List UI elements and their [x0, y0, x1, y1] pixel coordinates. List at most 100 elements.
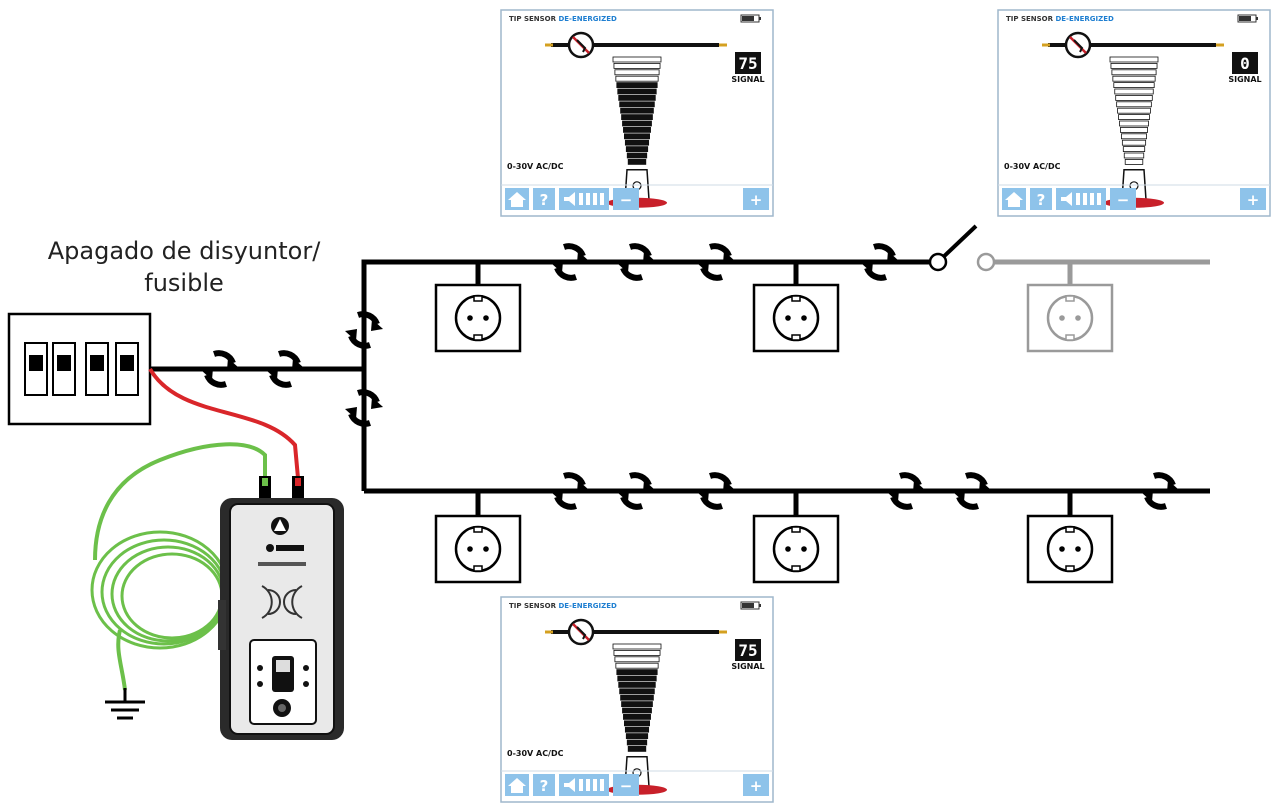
- signal-bar: [624, 720, 651, 727]
- probe-icon: [545, 618, 727, 646]
- volume-button[interactable]: [1056, 188, 1106, 210]
- signal-bar: [622, 120, 652, 127]
- signal-bar: [1113, 82, 1155, 88]
- home-icon: [1005, 192, 1023, 207]
- volume-button[interactable]: [559, 188, 609, 210]
- no-contact-icon: [567, 618, 595, 646]
- signal-bar: [624, 139, 650, 146]
- minus-button[interactable]: −: [613, 188, 639, 210]
- minus-button[interactable]: −: [1110, 188, 1136, 210]
- signal-bar: [620, 694, 654, 701]
- screen-title: TIP SENSOR DE-ENERGIZED: [509, 602, 617, 610]
- screen-title-prefix: TIP SENSOR: [509, 15, 558, 23]
- screen-title-status: DE-ENERGIZED: [1055, 15, 1114, 23]
- outlet-deenergized-icon: [1026, 283, 1114, 353]
- minus-icon: −: [620, 777, 633, 795]
- signal-meter: [612, 56, 662, 165]
- screen-title-status: DE-ENERGIZED: [558, 15, 617, 23]
- signal-label: SIGNAL: [1228, 75, 1261, 84]
- volume-button[interactable]: [559, 774, 609, 796]
- signal-bar: [615, 662, 659, 669]
- minus-icon: −: [1117, 191, 1130, 209]
- transmitter-device: [218, 476, 344, 740]
- signal-bar: [1114, 88, 1154, 95]
- signal-bar: [625, 733, 649, 740]
- minus-button[interactable]: −: [613, 774, 639, 796]
- screen-title-prefix: TIP SENSOR: [1006, 15, 1055, 23]
- home-button[interactable]: [505, 188, 529, 210]
- volume-icon: [564, 192, 604, 206]
- signal-bar: [618, 95, 656, 101]
- screen-title: TIP SENSOR DE-ENERGIZED: [1006, 15, 1114, 23]
- signal-bar: [1122, 146, 1146, 153]
- help-button[interactable]: ?: [1030, 188, 1052, 210]
- dead-wiring: [992, 259, 1210, 285]
- signal-bar: [1116, 101, 1152, 108]
- signal-readout-box: [735, 639, 761, 661]
- signal-bar: [617, 88, 657, 95]
- signal-bar: [624, 133, 651, 140]
- signal-bar: [614, 656, 660, 663]
- signal-bar: [615, 75, 659, 82]
- signal-bar: [1115, 95, 1153, 101]
- signal-bar: [626, 152, 648, 159]
- plus-icon: +: [750, 191, 763, 209]
- signal-bar: [1121, 133, 1148, 140]
- signal-bar: [626, 739, 648, 746]
- signal-bar: [1111, 69, 1157, 76]
- plus-button[interactable]: +: [1240, 188, 1266, 210]
- breaker-caption-line2: fusible: [144, 269, 224, 297]
- help-icon: ?: [540, 777, 549, 795]
- signal-bar: [1119, 120, 1149, 127]
- signal-readout-box: [735, 52, 761, 74]
- signal-bar: [616, 82, 658, 88]
- home-button[interactable]: [1002, 188, 1026, 210]
- signal-readout-box: [1232, 52, 1258, 74]
- probe-icon: [545, 31, 727, 59]
- ground-icon: [105, 688, 145, 720]
- no-contact-icon: [1064, 31, 1092, 59]
- signal-bar: [1109, 56, 1159, 63]
- screen-title-prefix: TIP SENSOR: [509, 602, 558, 610]
- signal-bar: [613, 63, 661, 69]
- battery-icon: [1237, 14, 1258, 23]
- no-contact-icon: [567, 31, 595, 59]
- signal-value: 0: [1240, 54, 1250, 73]
- help-button[interactable]: ?: [533, 188, 555, 210]
- screen-title-status: DE-ENERGIZED: [558, 602, 617, 610]
- plus-button[interactable]: +: [743, 188, 769, 210]
- plus-icon: +: [750, 777, 763, 795]
- signal-bar: [627, 745, 647, 752]
- volume-icon: [1061, 192, 1101, 206]
- breaker-switches: [24, 342, 139, 396]
- green-lead-coil: [90, 530, 230, 691]
- signal-bar: [620, 107, 654, 114]
- home-button[interactable]: [505, 774, 529, 796]
- plus-button[interactable]: +: [743, 774, 769, 796]
- signal-bar: [624, 726, 650, 733]
- open-switch: [928, 224, 996, 272]
- outlet-icon: [752, 283, 840, 353]
- signal-bar: [623, 127, 651, 133]
- signal-bar: [1124, 158, 1144, 165]
- signal-bar: [619, 688, 655, 695]
- signal-bar: [616, 669, 658, 675]
- signal-value: 75: [738, 54, 757, 73]
- signal-bar: [612, 643, 662, 650]
- signal-label: SIGNAL: [731, 662, 764, 671]
- signal-bar: [1117, 107, 1151, 114]
- help-icon: ?: [1037, 191, 1046, 209]
- help-button[interactable]: ?: [533, 774, 555, 796]
- circuit-wiring: [150, 259, 1210, 516]
- signal-bar: [1118, 114, 1150, 120]
- signal-bar: [625, 146, 649, 153]
- volume-icon: [564, 778, 604, 792]
- signal-bar: [617, 675, 657, 682]
- voltage-range: 0-30V AC/DC: [507, 749, 564, 758]
- screen-title: TIP SENSOR DE-ENERGIZED: [509, 15, 617, 23]
- breaker-caption-line1: Apagado de disyuntor/: [48, 237, 321, 265]
- minus-icon: −: [620, 191, 633, 209]
- signal-bar: [1120, 127, 1148, 133]
